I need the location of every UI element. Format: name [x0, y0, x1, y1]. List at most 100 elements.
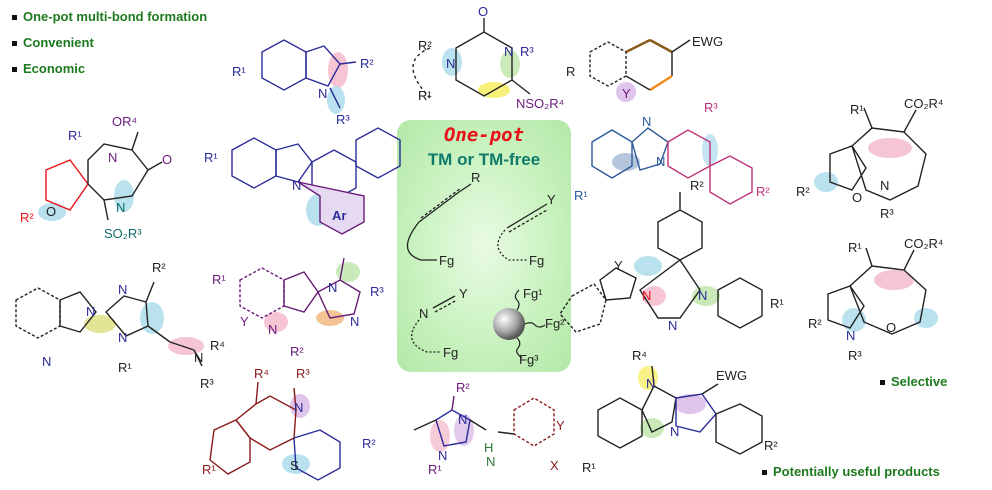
- ipy-n3: N: [350, 314, 359, 329]
- indole-r1: R¹: [232, 64, 246, 79]
- oxaz-or4: OR⁴: [112, 114, 137, 129]
- furo-o: O: [852, 190, 862, 205]
- aim-y: Y: [556, 418, 565, 433]
- ipy-r2: R²: [290, 344, 304, 359]
- bzf-r3: R³: [704, 100, 718, 115]
- oxaz-r2: R²: [20, 210, 34, 225]
- imi-r2: R²: [152, 260, 166, 275]
- imi-n4: N: [118, 330, 127, 345]
- aim-n3: N: [486, 454, 495, 469]
- allene-reactant: [497, 203, 548, 261]
- imi-r1: R¹: [118, 360, 132, 375]
- aim-r1: R¹: [428, 462, 442, 477]
- indole-structure: R¹ R² N R³: [232, 39, 374, 127]
- imidazolyl-imidazole-structure: N N N R² N R¹ N R⁴ R³: [15, 260, 225, 391]
- bullet-icon: [762, 470, 767, 476]
- bullet-icon: [12, 67, 17, 73]
- aim-n1: N: [458, 412, 467, 427]
- oxaz-o: O: [162, 152, 172, 167]
- pyr-n1: N: [446, 56, 455, 71]
- ipy-r3: R³: [370, 284, 384, 299]
- indq-ar: Ar: [332, 208, 346, 223]
- central-panel: One-pot TM or TM-free R Fg Y Fg N Y Fg: [397, 120, 571, 372]
- imi-n3: N: [118, 282, 127, 297]
- ewg-label: EWG: [692, 34, 723, 49]
- ipy-r1: R¹: [212, 272, 226, 287]
- imi-r3: R³: [200, 376, 214, 391]
- thz-n: N: [294, 400, 303, 415]
- note-selective: Selective: [880, 374, 947, 389]
- furoazepine-structure: R¹ CO₂R⁴ R² O N R³: [796, 96, 944, 221]
- oxaz-n1: N: [108, 150, 117, 165]
- pyr-r2: R²: [418, 38, 432, 53]
- po-co2r4: CO₂R⁴: [904, 236, 944, 251]
- feature-label: Convenient: [23, 35, 94, 50]
- hetero-y-label: Y: [459, 286, 468, 301]
- oxaz-o2: O: [46, 204, 56, 219]
- alkyne-r-label: R: [471, 170, 480, 185]
- panel-title: One-pot: [443, 124, 525, 146]
- po-r3: R³: [848, 348, 862, 363]
- panel-subtitle: TM or TM-free: [427, 150, 541, 169]
- bzf-r2: R²: [756, 184, 770, 199]
- furo-n: N: [880, 178, 889, 193]
- thz-r4: R⁴: [254, 366, 269, 381]
- feature-item: Economic: [12, 61, 85, 76]
- thz-r2: R²: [362, 436, 376, 451]
- feature-label: Economic: [23, 61, 86, 76]
- furo-r3: R³: [880, 206, 894, 221]
- bullet-icon: [12, 41, 17, 47]
- pyr-o: O: [478, 4, 488, 19]
- if-r2: R²: [764, 438, 778, 453]
- thz-r3: R³: [296, 366, 310, 381]
- aim-n2: N: [438, 448, 447, 463]
- pyr-r3: R³: [520, 44, 534, 59]
- indq-r1: R¹: [204, 150, 218, 165]
- furo-r2: R²: [796, 184, 810, 199]
- po-r2: R²: [808, 316, 822, 331]
- allene-y-label: Y: [547, 192, 556, 207]
- furo-co2r4: CO₂R⁴: [904, 96, 944, 111]
- pyr-nso2r4: NSO₂R⁴: [516, 96, 564, 111]
- po-o: O: [886, 320, 896, 335]
- aim-r2: R²: [456, 380, 470, 395]
- pyr-n2: N: [504, 44, 513, 59]
- thiazine-structure: R⁴ R³ N R² R¹ S: [202, 366, 376, 481]
- indq-n: N: [292, 178, 301, 193]
- pyr-r1: R¹: [418, 88, 432, 103]
- indole-n: N: [318, 86, 327, 101]
- indoloquinoline-structure: R¹ N Ar: [204, 127, 401, 235]
- aim-h: H: [484, 440, 493, 455]
- ball-arms: [514, 289, 546, 359]
- note-selective-label: Selective: [891, 374, 948, 389]
- ewg-r: R: [566, 64, 575, 79]
- if-r4: R⁴: [632, 348, 647, 363]
- ipy-y: Y: [240, 314, 249, 329]
- ball-icon: [493, 308, 525, 340]
- fp-r1: R¹: [770, 296, 784, 311]
- note-useful: Potentially useful products: [762, 464, 940, 479]
- indole-r2: R²: [360, 56, 374, 71]
- oxaz-r1: R¹: [68, 128, 82, 143]
- oxaz-n2: N: [116, 200, 125, 215]
- indolo-fused-structure: R⁴ N EWG N R² R¹: [582, 348, 778, 475]
- feature-item: Convenient: [12, 35, 94, 50]
- ball-fg2-label: Fg²: [545, 316, 565, 331]
- ball-fg1-label: Fg¹: [523, 286, 543, 301]
- bullet-icon: [12, 15, 17, 21]
- aim-x: X: [550, 458, 559, 473]
- if-r1: R¹: [582, 460, 596, 475]
- fp-n2: N: [698, 288, 707, 303]
- feature-label: One-pot multi-bond formation: [23, 9, 208, 24]
- imi-n5: N: [194, 350, 203, 365]
- furo-r1: R¹: [850, 102, 864, 117]
- oxazepine-structure: R¹ OR⁴ N O R² O N SO₂R³: [20, 114, 172, 241]
- alkyne-reactant: [406, 183, 472, 261]
- feature-item: One-pot multi-bond formation: [12, 9, 207, 24]
- oxaz-so2r3: SO₂R³: [104, 226, 142, 241]
- thz-s: S: [290, 458, 299, 473]
- pyrimidinone-structure: O R² N N R³ R¹ NSO₂R⁴: [412, 4, 564, 111]
- bzf-r1: R¹: [574, 188, 588, 203]
- allene-fg-label: Fg: [529, 253, 544, 268]
